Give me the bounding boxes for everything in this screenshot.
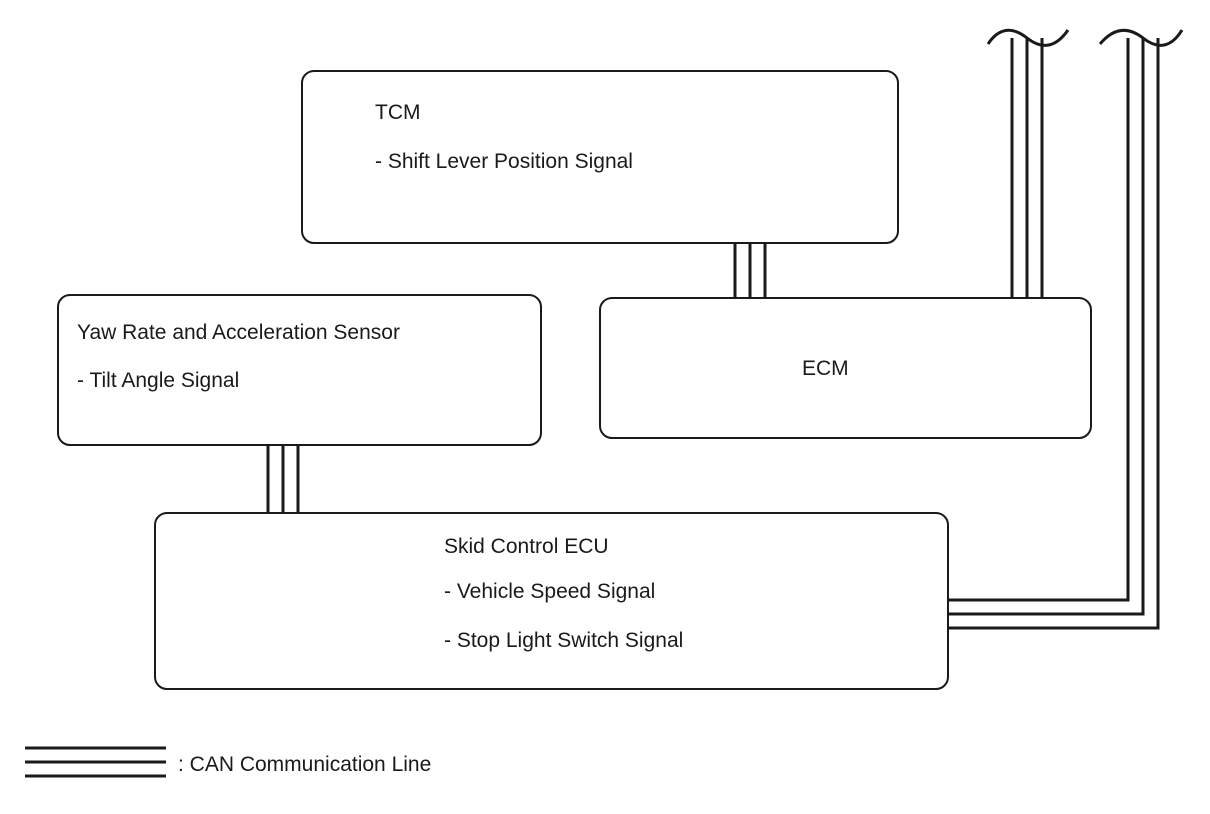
line-break-mark <box>1098 28 1184 47</box>
can-line-tcm-ecm <box>733 243 767 298</box>
tcm-signal: - Shift Lever Position Signal <box>375 150 633 173</box>
skid-ecu-signal-stop-light: - Stop Light Switch Signal <box>444 629 684 652</box>
line-break-mark <box>986 28 1070 47</box>
skid-control-ecu-title: Skid Control ECU <box>444 535 609 558</box>
skid-ecu-signal-vehicle-speed: - Vehicle Speed Signal <box>444 580 656 603</box>
ecm-title: ECM <box>802 357 849 380</box>
legend-label: : CAN Communication Line <box>178 753 432 776</box>
can-line-ecm-external <box>1010 38 1044 298</box>
yaw-rate-sensor-title: Yaw Rate and Acceleration Sensor <box>77 321 400 344</box>
yaw-rate-sensor-box: Yaw Rate and Acceleration Sensor - Tilt … <box>57 294 542 446</box>
can-line-yaw-skid <box>266 445 300 513</box>
ecm-box: ECM <box>599 297 1092 439</box>
skid-control-ecu-box: Skid Control ECU - Vehicle Speed Signal … <box>154 512 949 690</box>
can-line-skid-external <box>948 38 1160 630</box>
tcm-box: TCM - Shift Lever Position Signal <box>301 70 899 244</box>
tcm-title: TCM <box>375 101 421 124</box>
yaw-rate-sensor-signal: - Tilt Angle Signal <box>77 369 240 392</box>
legend-line-symbol <box>25 746 166 778</box>
